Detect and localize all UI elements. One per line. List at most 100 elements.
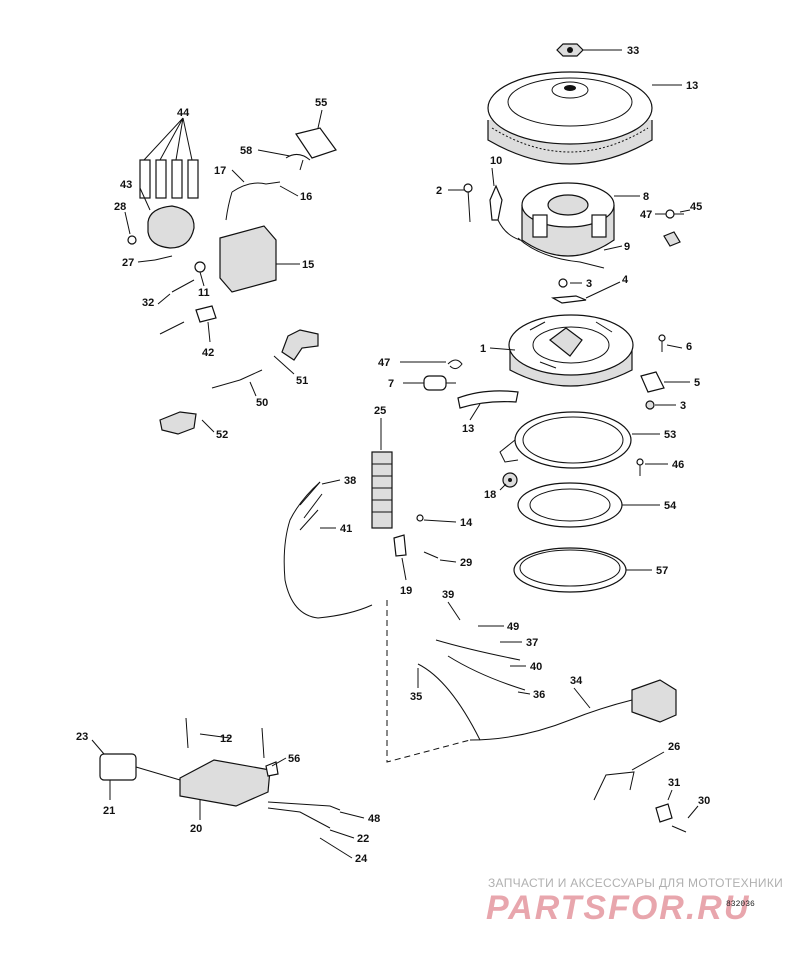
rectifier-7	[423, 375, 456, 391]
callout-50: 50	[256, 397, 268, 409]
callout-14: 14	[460, 517, 473, 529]
callout-57: 57	[656, 565, 668, 577]
callout-10: 10	[490, 155, 502, 167]
callout-30: 30	[698, 795, 710, 807]
callout-36: 36	[533, 689, 545, 701]
callout-49: 49	[507, 621, 519, 633]
retainer-4	[550, 295, 587, 304]
stator-screw-2	[463, 183, 473, 223]
callout-55: 55	[315, 97, 327, 109]
watermark-logo: PARTSFOR.RU	[486, 889, 751, 927]
armature-plate	[508, 314, 634, 387]
clip-31	[655, 803, 673, 823]
callout-52: 52	[216, 429, 228, 441]
callout-6: 6	[686, 341, 692, 353]
callouts: 33 13 10 2 8 47 45 9 3 4 1 6 5 3 53 46 1…	[76, 45, 710, 865]
callout-41: 41	[340, 523, 352, 535]
clamp-42	[195, 305, 217, 323]
clip-19	[393, 534, 407, 557]
callout-47-upper: 47	[640, 209, 652, 221]
flywheel-nut	[556, 43, 584, 57]
washer-11	[194, 261, 206, 273]
support-ring-53	[499, 411, 632, 469]
screw-32b	[159, 321, 185, 335]
callout-51: 51	[296, 375, 308, 387]
stator	[517, 182, 615, 269]
callout-3-upper: 3	[586, 278, 592, 290]
spring-26	[593, 771, 635, 801]
callout-2: 2	[436, 185, 442, 197]
bolts-12	[185, 717, 265, 759]
callout-43: 43	[120, 179, 132, 191]
power-pack-20	[179, 759, 271, 807]
callout-18: 18	[484, 489, 496, 501]
connector-21-23	[99, 753, 181, 781]
callout-26: 26	[668, 741, 680, 753]
screw-32a	[171, 279, 195, 293]
callout-40: 40	[530, 661, 542, 673]
callout-21: 21	[103, 805, 115, 817]
callout-15: 15	[302, 259, 314, 271]
terminal-50	[211, 369, 263, 389]
ring-54	[517, 482, 623, 528]
clip-56	[265, 761, 279, 777]
callout-34: 34	[570, 675, 583, 687]
callout-12: 12	[220, 733, 232, 745]
callout-44: 44	[177, 107, 190, 119]
callout-4: 4	[622, 274, 629, 286]
callout-25: 25	[374, 405, 386, 417]
connector-44	[139, 117, 199, 199]
callout-7: 7	[388, 378, 394, 390]
harness-dash-line	[386, 600, 471, 763]
callout-38: 38	[344, 475, 356, 487]
screw-6	[658, 334, 666, 352]
clip-45	[663, 231, 681, 247]
spring-58	[285, 154, 311, 161]
callout-20: 20	[190, 823, 202, 835]
callout-5: 5	[694, 377, 700, 389]
callout-22: 22	[357, 833, 369, 845]
boot-52	[159, 411, 197, 435]
callout-1: 1	[480, 343, 486, 355]
boot-51	[281, 329, 319, 361]
lead-sleeves-10	[489, 184, 521, 241]
screw-29	[423, 551, 439, 559]
callout-8: 8	[643, 191, 649, 203]
screw-27	[154, 255, 173, 261]
nut-18	[502, 472, 518, 488]
retaining-ring-57	[513, 547, 627, 593]
bracket-5	[640, 371, 665, 393]
callout-11: 11	[198, 287, 210, 299]
callout-45: 45	[690, 201, 702, 213]
watermark-tagline: ЗАПЧАСТИ И АКСЕССУАРЫ ДЛЯ МОТОТЕХНИКИ	[488, 876, 784, 890]
callout-9: 9	[624, 241, 630, 253]
screw-14	[416, 514, 424, 522]
wire-16-17	[225, 181, 281, 221]
coil-43	[147, 205, 195, 249]
callout-32: 32	[142, 297, 154, 309]
callout-24: 24	[355, 853, 368, 865]
screw-3-upper	[558, 278, 568, 288]
sleeve-13	[457, 390, 519, 409]
callout-56: 56	[288, 753, 300, 765]
screw-46	[636, 458, 644, 476]
callout-13-lower: 13	[462, 423, 474, 435]
harness-34	[417, 639, 677, 741]
callout-37: 37	[526, 637, 538, 649]
callout-39: 39	[442, 589, 454, 601]
screw-28	[127, 235, 137, 245]
diagram-code: 832036	[726, 900, 755, 909]
callout-47-lower: 47	[378, 357, 390, 369]
callout-58: 58	[240, 145, 252, 157]
callout-28: 28	[114, 201, 126, 213]
callout-19: 19	[400, 585, 412, 597]
callout-42: 42	[202, 347, 214, 359]
callout-23: 23	[76, 731, 88, 743]
screw-47	[665, 209, 684, 219]
callout-54: 54	[664, 500, 677, 512]
callout-16: 16	[300, 191, 312, 203]
callout-3-lower: 3	[680, 400, 686, 412]
callout-31: 31	[668, 777, 680, 789]
callout-27: 27	[122, 257, 134, 269]
